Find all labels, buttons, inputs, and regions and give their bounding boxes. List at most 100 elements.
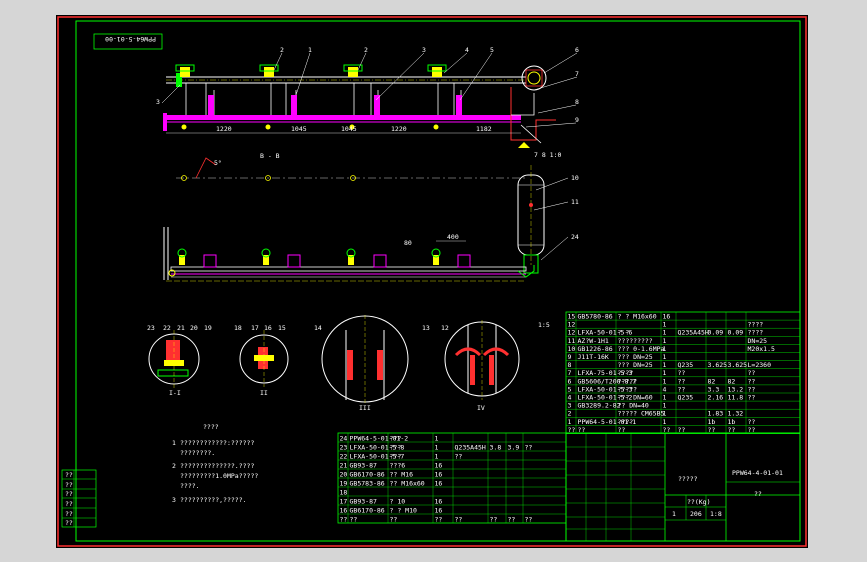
callout-label: 19 bbox=[204, 324, 212, 332]
callout-label: 11 bbox=[571, 198, 579, 206]
table-cell: ??? DN=60 bbox=[618, 394, 653, 402]
callout-label: 4 bbox=[465, 46, 469, 54]
table-cell: 1.83 bbox=[708, 410, 724, 418]
table-header: ?? bbox=[340, 515, 348, 523]
table-cell: 16 bbox=[435, 461, 443, 469]
table-cell: 0.09 bbox=[708, 329, 724, 337]
table-cell: 82 bbox=[708, 377, 716, 385]
table-cell: 1 bbox=[663, 345, 667, 353]
dim-80: 80 bbox=[404, 239, 412, 247]
table-cell: ?? DN=40 bbox=[618, 402, 649, 410]
vertical-tank: 10 11 24 bbox=[517, 165, 579, 274]
table-header: ?? bbox=[678, 426, 686, 434]
table-cell: 1b bbox=[728, 418, 736, 426]
callout-label: 10 bbox=[571, 174, 579, 182]
table-header: ?? bbox=[490, 515, 498, 523]
table-header: ?? bbox=[390, 515, 398, 523]
callout-label: 23 bbox=[147, 324, 155, 332]
table-cell: 1 bbox=[663, 329, 667, 337]
table-cell: 1 bbox=[663, 369, 667, 377]
table-cell: ?? bbox=[748, 394, 756, 402]
table-cell: LFXA-50-01-5-2 bbox=[578, 394, 633, 402]
section-mark: II bbox=[260, 389, 268, 397]
table-header: ?? bbox=[663, 426, 671, 434]
table-cell: 21 bbox=[340, 461, 348, 469]
callout-label: 13 bbox=[422, 324, 430, 332]
callout-label: 7 bbox=[575, 70, 579, 78]
callout-label: 12 bbox=[441, 324, 449, 332]
callout-label: 5 bbox=[490, 46, 494, 54]
callout-label: 24 bbox=[571, 233, 579, 241]
table-cell: 23 bbox=[340, 443, 348, 451]
section-view-bb: B - B 5° bbox=[176, 152, 526, 181]
table-cell: ?? bbox=[748, 377, 756, 385]
lower-pipe-view: 400 80 bbox=[163, 227, 535, 282]
table-cell: LFXA-50-01-5-8 bbox=[350, 443, 405, 451]
table-cell: 1 bbox=[663, 361, 667, 369]
table-cell: 20 bbox=[340, 470, 348, 478]
table-cell: 19 bbox=[340, 479, 348, 487]
table-cell: 16 bbox=[435, 470, 443, 478]
table-cell: 16 bbox=[663, 313, 671, 321]
table-header: ?? bbox=[525, 515, 533, 523]
notes-title: ???? bbox=[203, 423, 219, 431]
table-cell: ?? bbox=[678, 377, 686, 385]
table-cell: 12 bbox=[568, 329, 576, 337]
table-cell: GB1226-86 bbox=[578, 345, 613, 353]
table-cell: ?? bbox=[748, 369, 756, 377]
table-cell: GB6170-86 bbox=[350, 506, 385, 514]
table-cell: 4 bbox=[568, 394, 572, 402]
note-num: 1 bbox=[172, 439, 176, 447]
table-cell: GB3289.2-82 bbox=[578, 402, 621, 410]
table-cell: PPW64-5-01-01-1 bbox=[578, 418, 637, 426]
callout-label: 16 bbox=[264, 324, 272, 332]
table-cell: 16 bbox=[435, 479, 443, 487]
table-cell: 17 bbox=[340, 497, 348, 505]
table-header: ?? bbox=[578, 426, 586, 434]
weight-value: 206 bbox=[690, 510, 702, 518]
table-header: ?? bbox=[708, 426, 716, 434]
table-cell: 5 bbox=[568, 385, 572, 393]
table-cell: ????????? bbox=[618, 337, 653, 345]
note-line: ????????. bbox=[180, 449, 215, 457]
callout-label: 1 bbox=[308, 46, 312, 54]
cad-drawing: PPW64-5-01-00 ?? ?? ?? ?? ?? ?? bbox=[57, 16, 807, 547]
table-header: ?? bbox=[728, 426, 736, 434]
table-cell: 8 bbox=[568, 361, 572, 369]
table-cell: LFXA-50-01-5-6 bbox=[578, 329, 633, 337]
table-cell: 3 bbox=[568, 402, 572, 410]
title-block: ????? PPW64-4-01-01 ?? ??(Kg) 1 206 1:8 bbox=[565, 432, 801, 542]
dim-3: 1045 bbox=[341, 125, 357, 133]
table-cell: ????? bbox=[618, 385, 638, 393]
table-cell: ??? DN=25 bbox=[618, 361, 653, 369]
callout-label: 6 bbox=[575, 46, 579, 54]
table-cell: ???? bbox=[618, 369, 634, 377]
table-cell: GB5783-86 bbox=[350, 479, 385, 487]
table-cell: ??? DN=25 bbox=[618, 353, 653, 361]
table-cell: 9 bbox=[568, 353, 572, 361]
table-cell: 15 bbox=[568, 313, 576, 321]
table-cell: 1 bbox=[663, 337, 667, 345]
table-cell: 6 bbox=[568, 377, 572, 385]
stamp-text: PPW64-5-01-00 bbox=[105, 35, 156, 43]
table-header: ?? bbox=[350, 515, 358, 523]
table-cell: 22 bbox=[340, 452, 348, 460]
title-main: ????? bbox=[678, 475, 698, 483]
callout-label: 20 bbox=[190, 324, 198, 332]
table-header: ?? bbox=[508, 515, 516, 523]
table-cell: 3.625 bbox=[708, 361, 728, 369]
note-line: ??????????,?????. bbox=[180, 496, 247, 504]
weight-header: ??(Kg) bbox=[687, 498, 710, 506]
dim-5: 1182 bbox=[476, 125, 492, 133]
table-cell: 16 bbox=[340, 506, 348, 514]
table-cell: 7 bbox=[568, 369, 572, 377]
table-cell: M20x1.5 bbox=[748, 345, 775, 353]
table-cell: PPW64-5-01-01-2 bbox=[350, 434, 409, 442]
rev-row: ?? bbox=[65, 490, 73, 498]
table-cell: 3.625 bbox=[728, 361, 748, 369]
table-cell: 11.8 bbox=[728, 394, 744, 402]
table-cell: 1 bbox=[663, 402, 667, 410]
table-cell: Q235A45H bbox=[455, 443, 486, 451]
dim-4: 1220 bbox=[391, 125, 407, 133]
elevation-view: 7 8 1:0 1220 1045 1045 1220 1182 bbox=[163, 64, 561, 159]
